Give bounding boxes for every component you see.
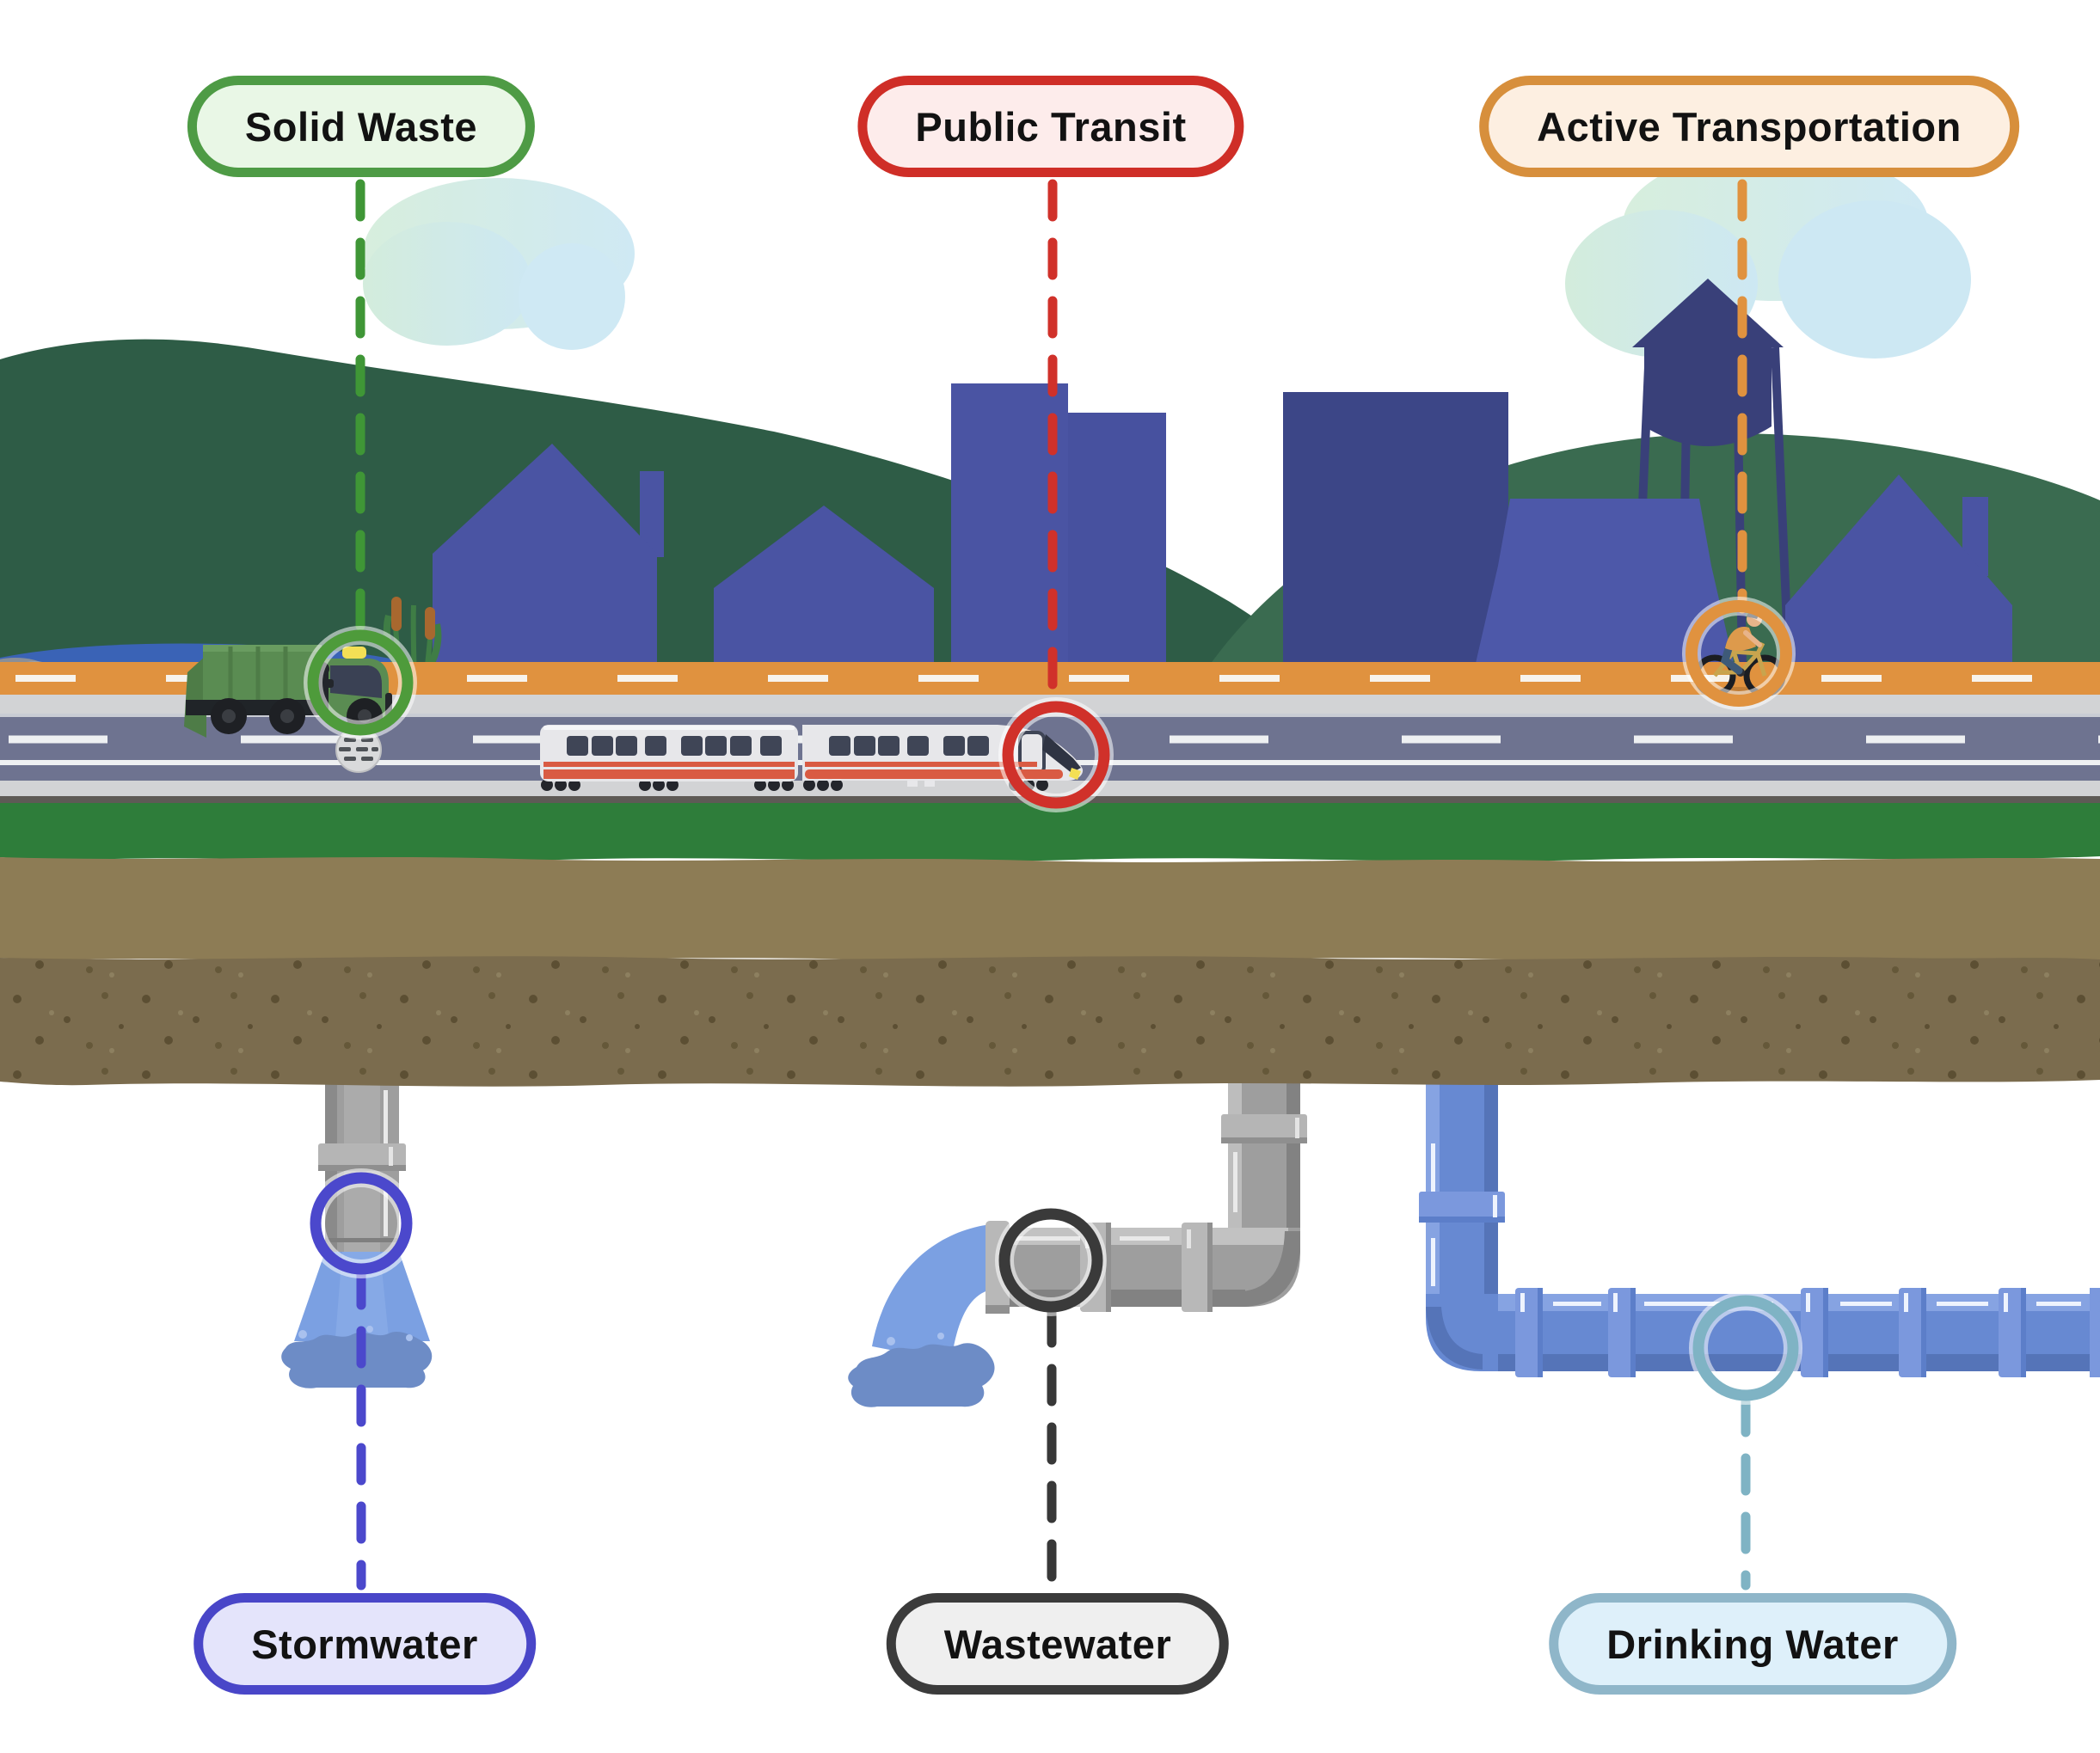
- soil-upper: [0, 857, 2100, 961]
- solid-waste-marker: [307, 629, 414, 736]
- callout-drinking-water[interactable]: Drinking Water: [1549, 1593, 1956, 1695]
- wastewater-pipe-icon: [848, 1057, 1307, 1407]
- soil-speckles: [0, 956, 2100, 1087]
- stormwater-marker: [310, 1172, 413, 1275]
- city-buildings: [433, 383, 2012, 701]
- callout-wastewater-label: Wastewater: [943, 1621, 1172, 1667]
- grass: [0, 803, 2100, 861]
- drinking-water-pipe-icon: [1419, 1057, 2100, 1377]
- callout-drinking-water-label: Drinking Water: [1606, 1621, 1899, 1667]
- public-transit-marker: [1002, 701, 1110, 809]
- leader-lines: [355, 179, 1751, 1591]
- callout-active-transportation[interactable]: Active Transportation: [1479, 76, 2019, 177]
- active-transportation-marker: [1686, 600, 1792, 707]
- callout-public-transit-label: Public Transit: [915, 103, 1187, 150]
- callout-solid-waste[interactable]: Solid Waste: [187, 76, 536, 177]
- callout-public-transit[interactable]: Public Transit: [857, 76, 1244, 177]
- cloud-left: [363, 178, 635, 350]
- wastewater-splash: [872, 1224, 991, 1362]
- train-icon: [540, 725, 1084, 791]
- pipe-couplings: [1515, 1288, 2100, 1377]
- callout-solid-waste-label: Solid Waste: [244, 103, 478, 150]
- callout-stormwater[interactable]: Stormwater: [193, 1593, 536, 1695]
- drinking-water-marker: [1692, 1295, 1799, 1401]
- cloud-right: [1565, 150, 1971, 359]
- sidewalk-lower: [0, 781, 2100, 796]
- wastewater-pool: [848, 1343, 995, 1407]
- callout-active-transportation-label: Active Transportation: [1537, 103, 1962, 150]
- callout-stormwater-label: Stormwater: [251, 1621, 478, 1667]
- callout-wastewater[interactable]: Wastewater: [886, 1593, 1230, 1695]
- markers: [304, 597, 1802, 1405]
- wastewater-marker: [998, 1208, 1103, 1313]
